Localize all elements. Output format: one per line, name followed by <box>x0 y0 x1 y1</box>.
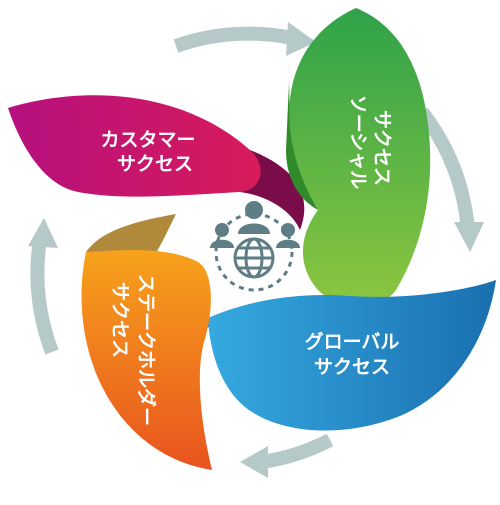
petal-stakeholder-label-1: ステークホルダー <box>135 274 158 426</box>
petal-global-shape <box>208 280 496 431</box>
cycle-arrowhead-top <box>286 22 316 56</box>
cycle-arrow-top <box>173 26 294 53</box>
cycle-arrowhead-bottom <box>240 446 268 478</box>
person-icon-right <box>276 223 300 248</box>
petal-customer-label-2: サクセス <box>117 153 193 175</box>
petal-social-success: ソーシャル サクセス <box>286 8 431 307</box>
center-dashed-ring <box>214 212 294 292</box>
cycle-arrowhead-left <box>28 218 58 248</box>
cycle-arrow-bottom <box>260 433 334 469</box>
cycle-arrowhead-right <box>454 222 484 252</box>
petal-stakeholder-fold <box>86 214 176 262</box>
globe-icon <box>233 237 275 279</box>
people-globe-icon <box>210 201 300 292</box>
petal-customer-success: カスタマー サクセス <box>8 95 305 230</box>
petal-stakeholder-label-2: サクセス <box>109 282 131 358</box>
petal-global-label-2: サクセス <box>314 356 390 378</box>
petal-stakeholder-label: ステークホルダー サクセス <box>109 274 158 426</box>
petal-customer-shape <box>8 95 261 197</box>
cycle-ring <box>28 22 484 478</box>
petal-social-label-2: サクセス <box>371 110 393 186</box>
person-icon-center <box>238 201 270 234</box>
petal-customer-label-1: カスタマー <box>100 129 195 151</box>
petal-global-success: グローバル サクセス <box>200 280 496 431</box>
petal-social-label-1: ソーシャル <box>347 95 369 190</box>
petal-global-label-1: グローバル <box>305 330 400 353</box>
petal-social-label: ソーシャル サクセス <box>347 95 393 190</box>
cycle-arrow-right <box>416 107 475 233</box>
person-icon-left <box>210 223 234 248</box>
petal-social-shape <box>289 8 431 307</box>
petal-stakeholder-shape <box>81 250 212 470</box>
cycle-arrow-left <box>30 238 59 355</box>
petal-social-fold <box>286 60 318 210</box>
petal-stakeholder-success: ステークホルダー サクセス <box>81 214 212 470</box>
